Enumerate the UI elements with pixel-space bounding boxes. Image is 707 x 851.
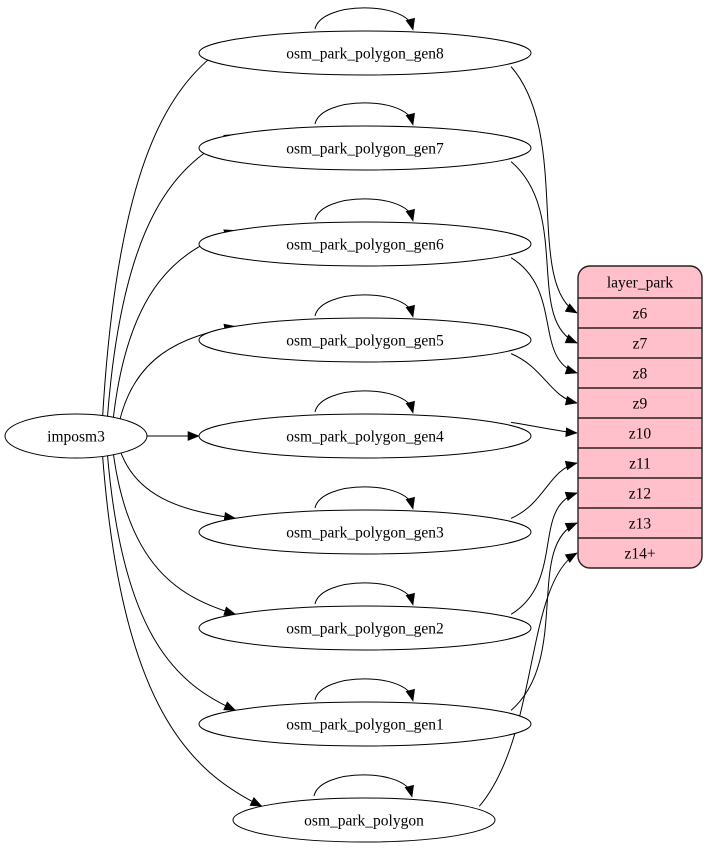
node-osm-park-polygon-gen4[interactable]: osm_park_polygon_gen4: [198, 413, 532, 459]
table-row-z11[interactable]: z11: [629, 456, 651, 473]
node-shape: [4, 413, 148, 459]
table-row-z9[interactable]: z9: [633, 396, 648, 413]
node-osm-park-polygon-gen7[interactable]: osm_park_polygon_gen7: [198, 125, 532, 171]
node-shape: [198, 125, 532, 171]
node-shape: [198, 509, 532, 555]
edge-imposm3-to-osm-park-polygon-gen7: [106, 133, 236, 421]
node-osm-park-polygon-gen2[interactable]: osm_park_polygon_gen2: [198, 605, 532, 651]
edge-selfloop-osm-park-polygon-gen1: [314, 678, 414, 701]
edge-imposm3-to-osm-park-polygon-gen2: [112, 448, 236, 615]
table-row-z6[interactable]: z6: [633, 306, 648, 323]
node-label: osm_park_polygon_gen4: [286, 429, 444, 446]
edge-imposm3-to-osm-park-polygon-gen1: [106, 451, 236, 711]
arrowhead-selfloop: [405, 496, 415, 510]
edge-imposm3-to-osm-park-polygon: [101, 453, 263, 807]
arrowhead-selfloop: [405, 592, 415, 606]
node-osm-park-polygon-gen1[interactable]: osm_park_polygon_gen1: [198, 701, 532, 747]
edge-selfloop-osm-park-polygon: [313, 774, 413, 797]
arrowhead-selfloop: [405, 112, 415, 126]
edge-osm-park-polygon-to-z14plus: [478, 552, 578, 807]
edge-selfloop-osm-park-polygon-gen5: [314, 294, 414, 317]
arrowhead-selfloop: [405, 17, 415, 31]
node-label: osm_park_polygon_gen2: [286, 621, 444, 638]
edge-osm-park-polygon-gen1-to-z13: [510, 522, 578, 711]
arrowhead-imposm3-edge: [223, 701, 237, 711]
edge-osm-park-polygon-gen3-to-z11: [510, 462, 578, 519]
edge-osm-park-polygon-gen5-to-z9: [510, 353, 578, 404]
edge-selfloop-osm-park-polygon-gen7: [314, 102, 414, 125]
node-label: osm_park_polygon_gen3: [286, 525, 444, 542]
arrowhead-selfloop: [405, 304, 415, 318]
node-label: imposm3: [47, 429, 105, 446]
arrowhead-imposm3-edge: [187, 431, 200, 441]
layer-park-table-header: layer_park: [607, 275, 674, 292]
layer-park-table-body: [577, 265, 703, 569]
node-shape: [198, 413, 532, 459]
edge-selfloop-osm-park-polygon-gen6: [314, 198, 414, 221]
arrowhead-to-z9: [564, 395, 578, 406]
edge-osm-park-polygon-gen7-to-z7: [510, 161, 578, 344]
node-shape: [198, 221, 532, 267]
node-imposm3[interactable]: imposm3: [4, 413, 148, 459]
table-row-z10[interactable]: z10: [629, 426, 652, 443]
edge-selfloop-osm-park-polygon-gen4: [314, 390, 414, 413]
node-shape: [198, 605, 532, 651]
node-shape: [198, 30, 532, 76]
arrowhead-selfloop: [405, 208, 415, 222]
node-label: osm_park_polygon_gen8: [286, 46, 444, 63]
node-shape: [198, 701, 532, 747]
arrowhead-imposm3-edge: [249, 797, 263, 807]
node-osm-park-polygon-gen3[interactable]: osm_park_polygon_gen3: [198, 509, 532, 555]
edge-imposm3-to-osm-park-polygon-gen3: [117, 442, 236, 519]
edge-imposm3-to-osm-park-polygon-gen8: [102, 38, 236, 419]
table-row-z8[interactable]: z8: [633, 366, 648, 383]
edge-selfloop-osm-park-polygon-gen8: [314, 7, 414, 30]
node-shape: [232, 797, 496, 843]
edge-selfloop-osm-park-polygon-gen2: [314, 582, 414, 605]
table-row-z13[interactable]: z13: [629, 516, 652, 533]
arrowhead-to-z7: [564, 334, 578, 344]
node-label: osm_park_polygon_gen7: [286, 141, 444, 158]
table-row-z7[interactable]: z7: [633, 336, 648, 353]
edge-osm-park-polygon-gen6-to-z8: [510, 257, 578, 374]
node-label: osm_park_polygon_gen6: [286, 237, 444, 254]
arrowhead-to-z6: [564, 303, 578, 314]
edge-selfloop-osm-park-polygon-gen3: [314, 486, 414, 509]
node-label: osm_park_polygon_gen5: [286, 333, 444, 350]
layer-park-table: layer_park z6 z7 z8 z9 z10 z11 z12 z13 z14+: [577, 265, 703, 569]
arrowhead-to-z11: [564, 460, 578, 471]
nodes-layer: imposm3 osm_park_polygon_gen8 osm_park_pol…: [4, 30, 532, 843]
node-osm-park-polygon[interactable]: osm_park_polygon: [232, 797, 496, 843]
arrowhead-selfloop: [405, 688, 415, 702]
arrowhead-to-z10: [565, 427, 578, 437]
arrowhead-to-z12: [564, 491, 578, 502]
arrowhead-to-z8: [564, 364, 578, 375]
arrowhead-to-z13: [564, 522, 578, 532]
arrowhead-to-z14plus: [564, 552, 578, 563]
node-label: osm_park_polygon_gen1: [286, 717, 444, 734]
edge-osm-park-polygon-gen2-to-z12: [510, 492, 578, 615]
table-row-z12[interactable]: z12: [629, 486, 651, 503]
node-shape: [198, 317, 532, 363]
node-osm-park-polygon-gen6[interactable]: osm_park_polygon_gen6: [198, 221, 532, 267]
node-osm-park-polygon-gen8[interactable]: osm_park_polygon_gen8: [198, 30, 532, 76]
node-label: osm_park_polygon: [304, 813, 424, 830]
arrowhead-selfloop: [404, 784, 414, 798]
arrowhead-selfloop: [405, 400, 415, 414]
table-row-z14plus[interactable]: z14+: [624, 546, 655, 563]
edge-imposm3-to-osm-park-polygon-gen6: [112, 229, 236, 424]
node-osm-park-polygon-gen5[interactable]: osm_park_polygon_gen5: [198, 317, 532, 363]
edge-osm-park-polygon-gen8-to-z6: [510, 66, 578, 314]
